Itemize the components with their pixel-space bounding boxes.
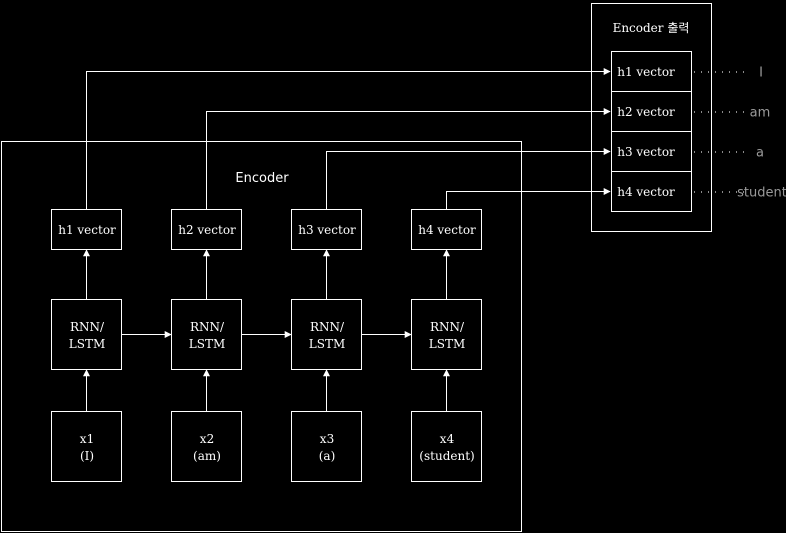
encoder-output-table: h1 vector Ih2 vector am h3 vector a h4 vector… xyxy=(611,51,786,212)
rnn-lstm-cell-1 xyxy=(51,299,122,370)
output-row-label: h2 vector xyxy=(617,105,675,119)
cell-label-line1: RNN/ xyxy=(430,320,465,334)
input-token-label: x2 xyxy=(200,432,214,446)
output-row-4 xyxy=(611,171,692,212)
hidden-vector-label: h3 vector xyxy=(298,223,356,237)
hidden-vector-box-2 xyxy=(171,209,242,250)
cell-label-line1: RNN/ xyxy=(310,320,345,334)
hidden-vector-box-4 xyxy=(411,209,482,250)
input-word-label: (am) xyxy=(193,449,221,463)
hidden-to-output-arrow xyxy=(206,108,611,209)
hidden-to-output-arrow xyxy=(326,148,611,209)
cell-label-line2: LSTM xyxy=(69,337,105,351)
cell-label-line2: LSTM xyxy=(189,337,225,351)
cell-label-line2: LSTM xyxy=(309,337,345,351)
output-row-label: h4 vector xyxy=(617,185,675,199)
hidden-to-output-arrow xyxy=(86,68,611,209)
output-row-1 xyxy=(611,51,692,92)
cell-label-line1: RNN/ xyxy=(190,320,225,334)
rnn-lstm-cell-4 xyxy=(411,299,482,370)
input-box-4 xyxy=(411,411,482,482)
output-row-2 xyxy=(611,91,692,132)
rnn-lstm-cell-2 xyxy=(171,299,242,370)
cell-label-line1: RNN/ xyxy=(70,320,105,334)
output-row-3 xyxy=(611,131,692,172)
output-row-word: a xyxy=(756,146,764,161)
encoder-output-title: Encoder 출력 xyxy=(613,21,690,35)
output-row-label: h3 vector xyxy=(617,145,675,159)
hidden-to-output-arrow xyxy=(446,188,611,209)
cell-label-line2: LSTM xyxy=(429,337,465,351)
input-token-label: x1 xyxy=(80,432,94,446)
rnn-lstm-cell-3 xyxy=(291,299,362,370)
output-row-word: student xyxy=(737,186,786,201)
input-box-3 xyxy=(291,411,362,482)
hidden-vector-label: h1 vector xyxy=(58,223,116,237)
input-token-label: x3 xyxy=(320,432,334,446)
connections xyxy=(83,68,611,411)
input-word-label: (a) xyxy=(319,449,336,463)
encoder-title: Encoder xyxy=(235,171,289,186)
output-row-label: h1 vector xyxy=(617,65,675,79)
input-box-1 xyxy=(51,411,122,482)
hidden-vector-label: h2 vector xyxy=(178,223,236,237)
output-row-word: am xyxy=(750,106,771,121)
input-box-2 xyxy=(171,411,242,482)
input-word-label: (I) xyxy=(80,449,94,463)
output-row-word: I xyxy=(759,66,763,81)
input-token-label: x4 xyxy=(440,432,455,446)
input-word-label: (student) xyxy=(419,449,474,463)
hidden-vector-label: h4 vector xyxy=(418,223,476,237)
